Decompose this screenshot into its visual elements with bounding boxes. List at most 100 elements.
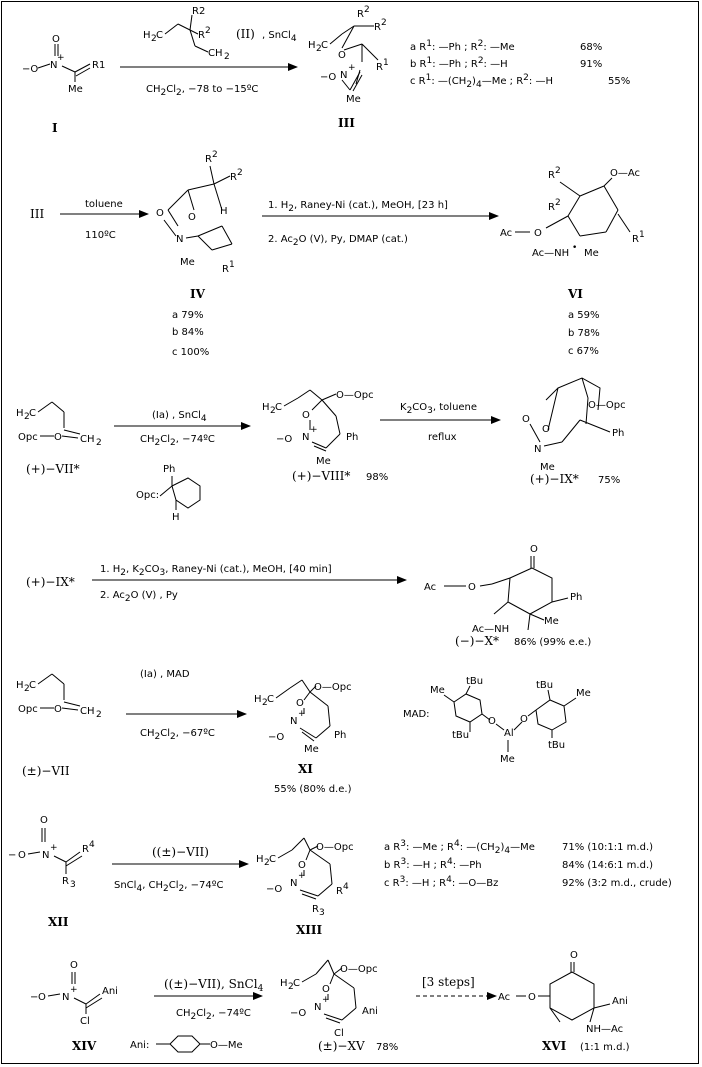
svg-text:Ac—NH: Ac—NH (472, 624, 509, 635)
svg-text:O: O (468, 582, 476, 593)
compound-III-label: III (338, 116, 355, 130)
svg-text:Opc:: Opc: (136, 490, 159, 501)
svg-text:Me: Me (68, 84, 83, 95)
svg-text:Ph: Ph (612, 428, 624, 439)
svg-text:Ph: Ph (570, 592, 582, 603)
scheme6-yields: a R3: —Me ; R4: —(CH2)4—Me 71% (10:1:1 m… (384, 839, 672, 889)
svg-text:4: 4 (343, 882, 349, 892)
svg-text:N: N (290, 878, 297, 889)
svg-text:C: C (156, 30, 163, 41)
svg-text:Ac—NH: Ac—NH (532, 248, 569, 259)
svg-text:O: O (520, 714, 528, 725)
svg-text:R: R (336, 886, 343, 897)
svg-text:Ani: Ani (612, 996, 628, 1007)
svg-text:•: • (572, 243, 577, 253)
yield-row-c-1: c R1: —(CH2)4—Me ; R2: —H (410, 73, 553, 90)
viii-yield: 98% (366, 472, 388, 483)
svg-text:O: O (338, 50, 346, 61)
svg-text:R: R (205, 154, 212, 165)
svg-text:+: + (348, 63, 356, 73)
svg-text:84% (14:6:1 m.d.): 84% (14:6:1 m.d.) (562, 860, 653, 871)
svg-text:N: N (50, 60, 57, 71)
svg-text:O: O (522, 414, 530, 425)
conditions-9: CH2Cl2, −74ºC (176, 1008, 251, 1022)
svg-text:N: N (534, 444, 541, 455)
svg-text:H: H (262, 402, 270, 413)
compound-XIII-label: XIII (296, 923, 323, 937)
svg-text:Me: Me (540, 462, 555, 473)
svg-text:68%: 68% (580, 42, 602, 53)
svg-text:Cl: Cl (334, 1028, 344, 1039)
svg-text:N: N (62, 992, 69, 1003)
svg-text:Ac: Ac (500, 228, 512, 239)
ani-structure: Ani: O—Me (130, 1035, 243, 1053)
svg-text:Me: Me (180, 257, 195, 268)
svg-text:2: 2 (237, 168, 243, 178)
compound-XI-label: XI (298, 762, 313, 776)
svg-text:+: + (298, 871, 306, 881)
reagent-sncl4: , SnCl4 (262, 30, 297, 44)
svg-text:Ani: Ani (362, 1006, 378, 1017)
step-2-1: 1. H2, Raney-Ni (cat.), MeOH, [23 h] (268, 200, 448, 214)
ix-yield: 75% (598, 475, 620, 486)
compound-IX-label: (+)−IX* (530, 472, 579, 486)
step-4-2: 2. Ac2O (V) , Py (100, 590, 178, 604)
svg-text:Me: Me (316, 456, 331, 467)
svg-text:R: R (230, 172, 237, 183)
svg-text:H: H (16, 680, 24, 691)
svg-text:R: R (632, 234, 639, 245)
svg-text:R: R (376, 62, 383, 73)
svg-text:H: H (308, 40, 316, 51)
svg-text:H: H (143, 30, 151, 41)
conditions-7: CH2Cl2, −67ºC (140, 728, 215, 742)
svg-text:1: 1 (639, 230, 645, 240)
svg-text:1: 1 (383, 58, 389, 68)
xv-yield: 78% (376, 1042, 398, 1053)
svg-text:O: O (322, 984, 330, 995)
compound-VII-star-label: (+)−VII* (26, 462, 80, 476)
compound-VI-label: VI (567, 287, 583, 301)
svg-text:55%: 55% (608, 76, 630, 87)
compound-XII-label: XII (48, 915, 69, 929)
svg-text:Me: Me (576, 688, 591, 699)
svg-text:O: O (296, 698, 304, 709)
svg-text:O: O (188, 212, 196, 223)
reagent-II-label: (II) (236, 27, 255, 41)
compound-VIII-label: (+)−VIII* (292, 469, 350, 483)
svg-text:3: 3 (319, 908, 325, 918)
svg-text:2: 2 (381, 18, 387, 28)
svg-text:2: 2 (24, 684, 30, 694)
svg-text:R: R (198, 30, 205, 41)
svg-text:O: O (54, 704, 62, 715)
scheme1-yields: a R1: —Ph ; R2: —Me 68% b R1: —Ph ; R2: … (410, 39, 630, 90)
svg-text:2: 2 (364, 5, 370, 15)
compound-XV-label: (±)−XV (318, 1039, 365, 1053)
conditions-1: CH2Cl2, −78 to −15ºC (146, 84, 258, 98)
iv-yield-a: a 79% (172, 310, 204, 321)
svg-text:2: 2 (151, 34, 157, 44)
svg-text:2: 2 (270, 406, 276, 416)
compound-X-structure: O O Ac Ph Me Ac—NH (424, 544, 582, 635)
svg-text:R: R (548, 170, 555, 181)
compound-XIV-label: XIV (72, 1039, 97, 1053)
svg-text:tBu: tBu (548, 740, 565, 751)
compound-XVI-label: XVI (542, 1039, 567, 1053)
reagent-VII-rac: ((±)−VII) (152, 845, 209, 859)
compound-I-structure: −O N+ O Me R1 (22, 34, 105, 95)
compound-VII-rac-label: (±)−VII (22, 764, 70, 778)
mad-structure: MAD: Me tBu tBu O Al Me O tBu Me tBu (403, 676, 591, 765)
svg-text:O: O (528, 992, 536, 1003)
step-2-2: 2. Ac2O (V), Py, DMAP (cat.) (268, 234, 408, 248)
solvent-toluene: toluene (85, 199, 123, 210)
svg-text:Me: Me (584, 248, 599, 259)
o-minus-label: −O (22, 64, 38, 75)
svg-text:C: C (269, 854, 276, 865)
svg-text:Ph: Ph (334, 730, 346, 741)
